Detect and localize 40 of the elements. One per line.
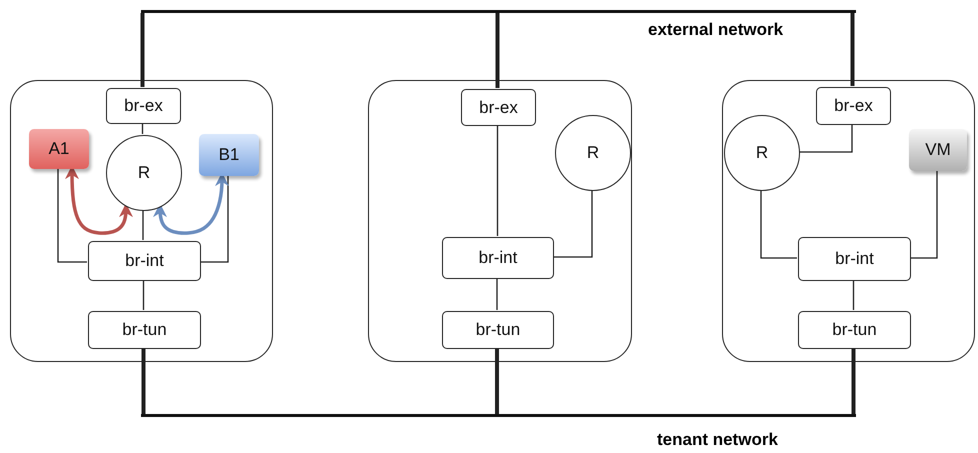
connector-line	[799, 124, 853, 153]
bridge-box: br-tun	[88, 311, 201, 349]
connector-line	[142, 280, 144, 310]
connector-line	[910, 170, 938, 259]
connector-line	[760, 190, 797, 259]
network-link	[496, 13, 500, 88]
network-label: tenant network	[657, 430, 778, 450]
vm-box: B1	[199, 134, 259, 176]
bridge-box: br-int	[442, 237, 554, 279]
network-link	[140, 13, 144, 87]
connector-line	[142, 210, 144, 240]
connector-line	[496, 278, 498, 310]
host-box	[368, 80, 632, 362]
bridge-box: br-int	[798, 237, 911, 281]
network-link	[850, 13, 854, 86]
network-bus-line	[141, 10, 856, 13]
vm-box: A1	[29, 129, 89, 169]
network-link	[142, 348, 146, 414]
router-circle: R	[724, 115, 800, 191]
bridge-box: br-ex	[461, 89, 536, 126]
bridge-box: br-tun	[798, 311, 911, 349]
bridge-box: br-ex	[106, 88, 181, 124]
network-link	[852, 348, 856, 414]
connector-line	[142, 123, 144, 134]
connector-line	[852, 280, 854, 310]
connector-line	[200, 175, 229, 263]
router-circle: R	[555, 115, 631, 191]
host-box	[10, 80, 273, 362]
router-circle: R	[106, 135, 182, 211]
host-box	[722, 80, 975, 362]
bridge-box: br-int	[88, 241, 201, 281]
connector-line	[57, 168, 87, 263]
connector-line	[553, 190, 593, 258]
network-link	[495, 348, 499, 414]
network-bus-line	[141, 414, 856, 417]
bridge-box: br-ex	[816, 87, 891, 125]
connector-line	[496, 125, 498, 236]
network-label: external network	[648, 20, 784, 40]
bridge-box: br-tun	[442, 311, 554, 349]
vm-box: VM	[909, 129, 967, 171]
